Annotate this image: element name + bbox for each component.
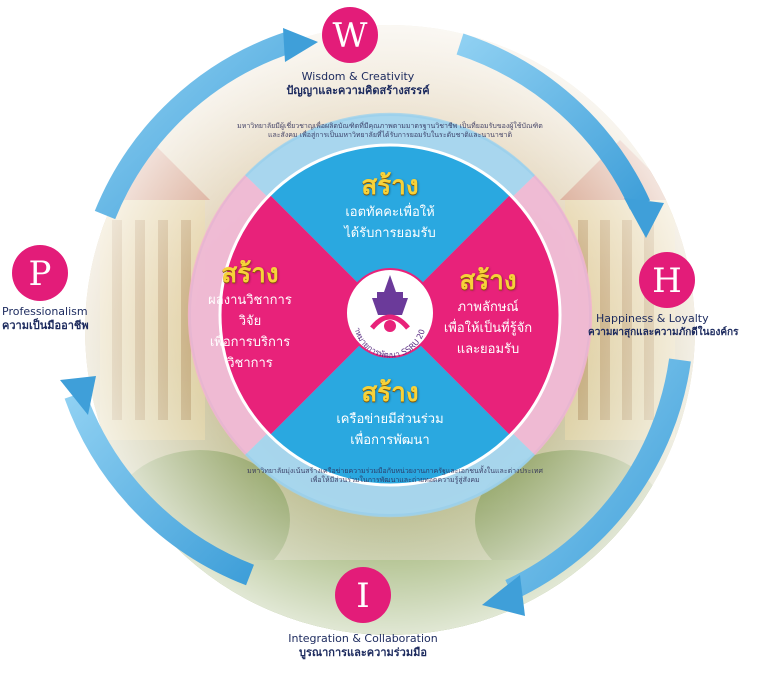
badge-i: I xyxy=(335,567,391,623)
quadrant-right-brand: สร้าง xyxy=(459,266,517,296)
arrow-h-to-i xyxy=(505,358,691,600)
label-p: Professionalism ความเป็นมืออาชีพ xyxy=(2,305,122,333)
label-p-th: ความเป็นมืออาชีพ xyxy=(2,319,89,332)
ring-text-top: มหาวิทยาลัยมีผู้เชี่ยวชาญเพื่อผลิตบัณฑิต… xyxy=(237,122,543,139)
quadrant-bottom-text: สร้าง เครือข่ายมีส่วนร่วม เพื่อการพัฒนา xyxy=(275,377,505,451)
label-i-th: บูรณาการและความร่วมมือ xyxy=(299,646,427,659)
label-h: Happiness & Loyalty ความผาสุกและความภักด… xyxy=(588,312,778,340)
quadrant-bottom-line1: เครือข่ายมีส่วนร่วม xyxy=(336,412,444,427)
quadrant-top-brand: สร้าง xyxy=(361,171,419,201)
arrowhead-w xyxy=(283,28,318,62)
label-h-en: Happiness & Loyalty xyxy=(596,312,709,325)
quadrant-top-line1: เอตทัคคะเพื่อให้ xyxy=(345,205,435,220)
center-emblem xyxy=(345,268,435,358)
badge-w-letter: W xyxy=(333,16,368,56)
quadrant-left-line2: วิจัย xyxy=(238,314,262,329)
label-w: Wisdom & Creativity ปัญญาและความคิดสร้าง… xyxy=(258,70,458,98)
label-p-en: Professionalism xyxy=(2,305,88,318)
quadrant-right-line1: ภาพลักษณ์ xyxy=(457,300,519,315)
label-h-th: ความผาสุกและความภักดีในองค์กร xyxy=(588,327,739,338)
quadrant-right-text: สร้าง ภาพลักษณ์ เพื่อให้เป็นที่รู้จัก แล… xyxy=(413,265,563,360)
ring-text-bottom: มหาวิทยาลัยมุ่งเน้นสร้างเครือข่ายความร่ว… xyxy=(247,467,543,484)
label-w-th: ปัญญาและความคิดสร้างสรรค์ xyxy=(286,84,430,97)
arrow-i-to-p xyxy=(64,391,254,586)
crown-emblem-icon xyxy=(372,275,408,315)
label-w-en: Wisdom & Creativity xyxy=(301,70,415,83)
quadrant-left-brand: สร้าง xyxy=(221,259,279,289)
label-i: Integration & Collaboration บูรณาการและค… xyxy=(253,632,473,660)
quadrant-left-line4: วิชาการ xyxy=(227,356,273,371)
arrowhead-h xyxy=(624,198,664,238)
badge-h-letter: H xyxy=(652,261,682,301)
quadrant-top-text: สร้าง เอตทัคคะเพื่อให้ ได้รับการยอมรับ xyxy=(290,170,490,244)
badge-p: P xyxy=(12,245,68,301)
badge-w: W xyxy=(322,7,378,63)
badge-h: H xyxy=(639,252,695,308)
quadrant-right-line2: เพื่อให้เป็นที่รู้จัก xyxy=(443,321,533,336)
quadrant-left-line1: ผลงานวิชาการ xyxy=(208,293,292,308)
quadrant-top-line2: ได้รับการยอมรับ xyxy=(344,226,436,241)
arrow-w-to-h xyxy=(456,33,651,210)
quadrant-bottom-brand: สร้าง xyxy=(361,378,419,408)
badge-p-letter: P xyxy=(29,254,52,294)
arrow-p-to-w xyxy=(94,31,294,220)
quadrant-left-line3: เพื่อการบริการ xyxy=(209,335,291,350)
label-i-en: Integration & Collaboration xyxy=(288,632,438,645)
quadrant-left-text: สร้าง ผลงานวิชาการ วิจัย เพื่อการบริการ … xyxy=(180,258,320,374)
arrowhead-p xyxy=(60,376,96,415)
quadrant-right-line3: และยอมรับ xyxy=(456,342,520,357)
cycle-arrows xyxy=(64,31,691,600)
quadrant-bottom-line2: เพื่อการพัฒนา xyxy=(350,433,430,448)
arrow-heads xyxy=(60,28,664,616)
arrowhead-i xyxy=(482,575,525,616)
badge-i-letter: I xyxy=(356,576,369,616)
